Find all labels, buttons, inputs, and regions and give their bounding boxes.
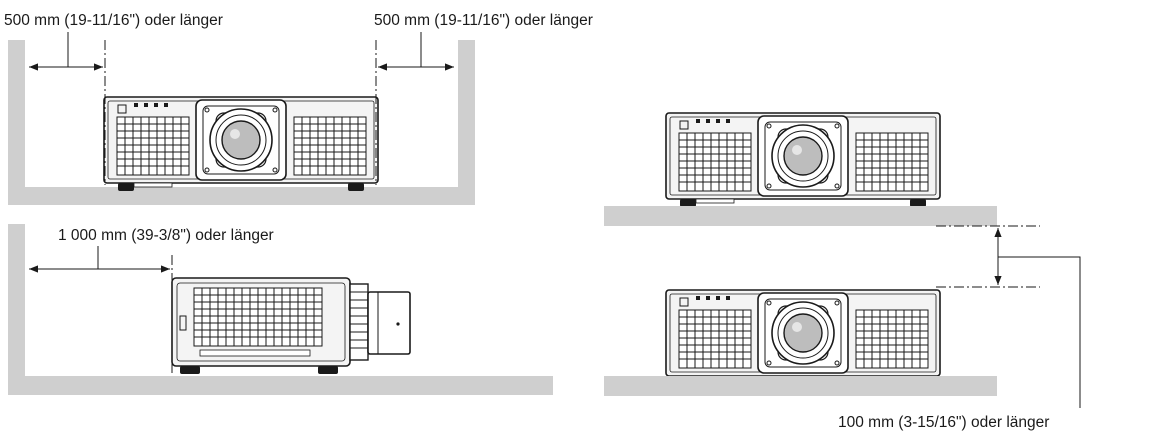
panel-side-clearance: 500 mm (19-11/16") oder länger 500 mm (1… (4, 12, 593, 205)
stack-dimension-leader (998, 256, 1081, 408)
top-left-clearance-label: 500 mm (19-11/16") oder länger (4, 12, 223, 29)
projector-front-icon (665, 289, 941, 385)
panel-stack-clearance: 100 mm (3-15/16") oder länger (604, 112, 1081, 431)
stack-gap-clearance-label: 100 mm (3-15/16") oder länger (838, 414, 1049, 431)
wall-floor-enclosure (8, 40, 475, 205)
top-right-clearance-label: 500 mm (19-11/16") oder länger (374, 12, 593, 29)
projector-side-icon (171, 277, 411, 375)
rear-clearance-label: 1 000 mm (39-3/8") oder länger (58, 227, 274, 244)
projector-front-icon (103, 96, 379, 192)
upper-shelf (604, 206, 997, 226)
panel-rear-clearance: 1 000 mm (39-3/8") oder länger (8, 224, 553, 395)
projector-front-icon (665, 112, 941, 208)
lower-shelf (604, 376, 997, 396)
rear-wall-floor (8, 224, 553, 395)
